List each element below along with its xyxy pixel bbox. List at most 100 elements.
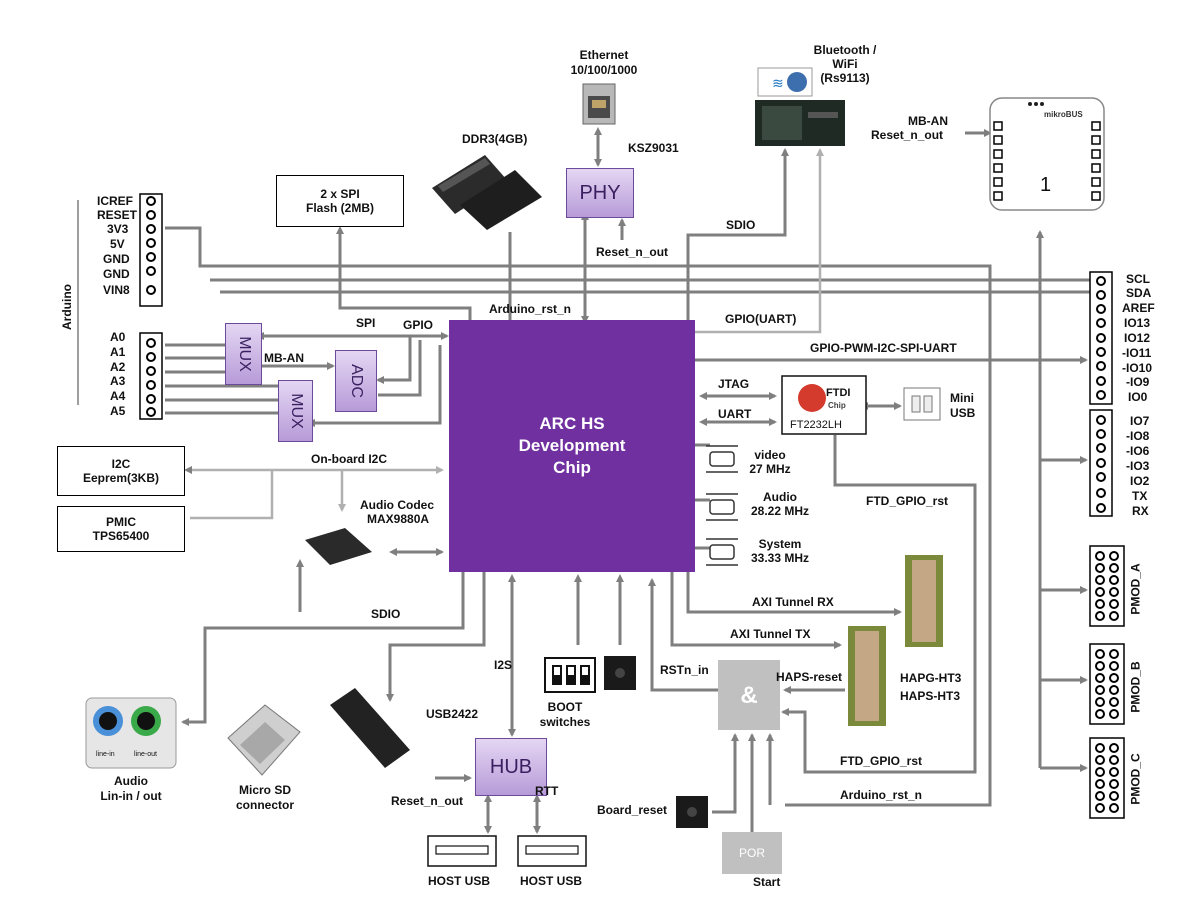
audio-jack-out-label: line-out [134, 751, 157, 758]
mikrobus-brand: mikroBUS [1044, 110, 1083, 119]
adc-block: ADC [335, 350, 377, 412]
boot-button-image [604, 656, 636, 690]
spi-label: SPI [356, 316, 376, 330]
crystal-audio [706, 493, 738, 521]
axi-tx-label: AXI Tunnel TX [730, 627, 811, 641]
pin-label-io3: -IO3 [1126, 459, 1150, 473]
board-reset-button-image [676, 796, 708, 828]
boot-switches-image [544, 657, 596, 693]
pmic-line1: PMIC [106, 515, 136, 529]
ftd-gpio-rst-label-2: FTD_GPIO_rst [840, 754, 923, 768]
hapg-ht3-connector [905, 555, 943, 647]
i2c-eeprom-line2: Eeprem(3KB) [82, 471, 160, 485]
micro-sd-connector-image [227, 704, 301, 776]
pin-label-gnd1: GND [103, 252, 130, 266]
ethernet-jack-image [582, 83, 616, 125]
pin-label-io13: IO13 [1124, 316, 1151, 330]
boot-label-line1: BOOT [547, 700, 583, 714]
ftdi-brand: FTDI [826, 387, 851, 399]
bt-label-line2: WiFi [832, 57, 858, 71]
audio-jack-in-label: line-in [96, 751, 115, 758]
ftdi-chip-box [781, 375, 867, 435]
pmod-b-label: PMOD_B [1128, 661, 1143, 713]
micro-sd-label-line1: Micro SD [238, 783, 291, 797]
ksz-label: KSZ9031 [628, 141, 679, 155]
arduino-power-header [139, 193, 163, 307]
arduino-rst-label: Arduino_rst_n [489, 302, 572, 316]
arduino-digital-header-1 [1089, 271, 1113, 405]
bluetooth-wifi-module-image: ≋ [755, 67, 845, 146]
pin-label-tx: TX [1132, 489, 1148, 503]
audio-codec-line1: Audio Codec [360, 498, 434, 512]
mux-2-label: MUX [287, 393, 305, 429]
mikrobus-mb-an-label: MB-AN [908, 114, 948, 128]
mini-usb-line2: USB [950, 406, 976, 420]
pin-label-a0: A0 [110, 330, 126, 344]
boot-label-line2: switches [539, 715, 591, 729]
usb-hub-block: HUB [475, 738, 547, 796]
pin-label-io9: -IO9 [1126, 375, 1150, 389]
mikrobus-board [989, 97, 1105, 211]
pmod-a-connector [1089, 545, 1125, 627]
usb2422-chip-image [330, 688, 410, 768]
audio-jack-label-line2: Lin-in / out [100, 789, 162, 803]
i2c-eeprom-line1: I2C [111, 457, 131, 471]
sdio-top-label: SDIO [726, 218, 756, 232]
pin-label-a5: A5 [110, 404, 126, 418]
arduino-side-label: Arduino [60, 284, 74, 330]
pmod-c-connector [1089, 737, 1125, 819]
gpio-pwm-label: GPIO-PWM-I2C-SPI-UART [810, 341, 957, 355]
pin-label-a3: A3 [110, 374, 126, 388]
ethernet-label-line1: Ethernet [579, 48, 629, 62]
mini-usb-line1: Mini [950, 391, 974, 405]
i2c-eeprom-box: I2C Eeprem(3KB) [57, 446, 185, 496]
video-clk-line1: video [754, 448, 786, 462]
audio-codec-chip-image [305, 528, 372, 565]
mini-usb-image [903, 387, 941, 421]
ddr-label: DDR3(4GB) [462, 132, 528, 146]
haps-label: HAPS-HT3 [900, 689, 961, 703]
pmod-c-label: PMOD_C [1128, 753, 1143, 805]
phy-block: PHY [566, 168, 634, 218]
pin-label-io6: -IO6 [1126, 444, 1150, 458]
pin-label-a4: A4 [110, 389, 126, 403]
and-gate [718, 660, 780, 730]
pin-label-aref: AREF [1122, 301, 1155, 315]
audio-clk-line1: Audio [763, 490, 797, 504]
usb2422-label: USB2422 [426, 707, 479, 721]
hapg-label: HAPG-HT3 [900, 671, 962, 685]
mux-1-block: MUX [225, 323, 262, 385]
i2s-label: I2S [494, 658, 513, 672]
pmic-box: PMIC TPS65400 [57, 506, 185, 552]
pin-label-scl: SCL [1126, 272, 1150, 286]
bt-label-line1: Bluetooth / [813, 43, 877, 57]
pin-label-rx: RX [1132, 504, 1149, 518]
rstn-in-label: RSTn_in [660, 663, 709, 677]
pin-label-io11: -IO11 [1122, 346, 1152, 360]
audio-codec-line2: MAX9880A [367, 512, 430, 526]
hub-label: HUB [489, 755, 533, 778]
board-reset-label: Board_reset [597, 803, 668, 817]
host-usb-2-label: HOST USB [520, 874, 583, 888]
chip-title-line2: Development [518, 436, 626, 455]
pin-label-io0: IO0 [1128, 390, 1148, 404]
bt-label-line3: (Rs9113) [820, 71, 870, 85]
mb-an-label: MB-AN [264, 351, 304, 365]
chip-title-line3: Chip [553, 458, 591, 477]
pin-label-io7: IO7 [1130, 414, 1150, 428]
pin-label-io8: -IO8 [1126, 429, 1150, 443]
sdio-bottom-label: SDIO [371, 607, 401, 621]
ftd-gpio-rst-label-1: FTD_GPIO_rst [866, 494, 949, 508]
system-clk-line2: 33.33 MHz [750, 551, 810, 565]
audio-jack-image [85, 697, 177, 769]
mux-2-block: MUX [278, 380, 313, 442]
por-label: POR [738, 846, 765, 860]
haps-reset-label: HAPS-reset [776, 670, 843, 684]
gpio-uart-label: GPIO(UART) [725, 312, 797, 326]
ddr3-chips-image [432, 155, 542, 230]
svg-text:≋: ≋ [772, 76, 784, 92]
ftdi-chip-label: Chip [828, 401, 846, 410]
pmic-line2: TPS65400 [92, 529, 150, 543]
pmod-b-connector [1089, 643, 1125, 725]
pin-label-io12: IO12 [1124, 331, 1151, 345]
